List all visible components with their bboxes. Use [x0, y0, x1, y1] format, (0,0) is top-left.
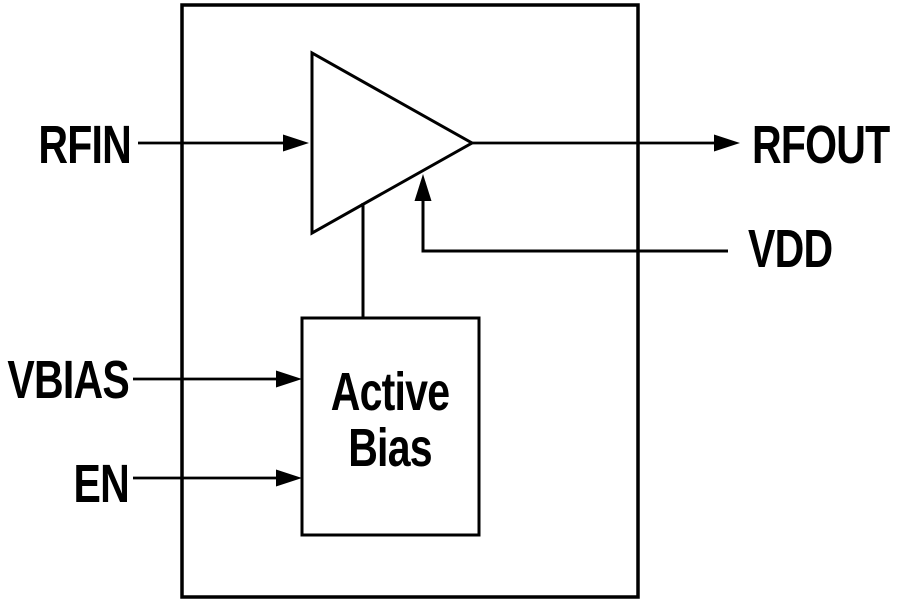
rfin-pin-label: RFIN	[38, 116, 131, 176]
rfout-arrowhead-icon	[714, 134, 740, 152]
rfout-pin-label: RFOUT	[752, 116, 890, 176]
vbias-arrowhead-icon	[276, 370, 302, 388]
amplifier-triangle-icon	[310, 50, 476, 236]
vdd-line	[421, 199, 728, 253]
rfin-arrowhead-icon	[283, 134, 309, 152]
vdd-pin-label: VDD	[748, 220, 832, 280]
active-bias-label-line1: Active	[331, 363, 450, 423]
vdd-arrowhead-icon	[414, 174, 432, 201]
active-bias-label-line2: Bias	[348, 419, 432, 479]
vbias-pin-label: VBIAS	[7, 351, 129, 411]
chip-boundary-box	[180, 3, 640, 599]
active-bias-box	[300, 316, 481, 537]
en-arrowhead-icon	[276, 469, 302, 487]
en-pin-label: EN	[74, 455, 129, 515]
